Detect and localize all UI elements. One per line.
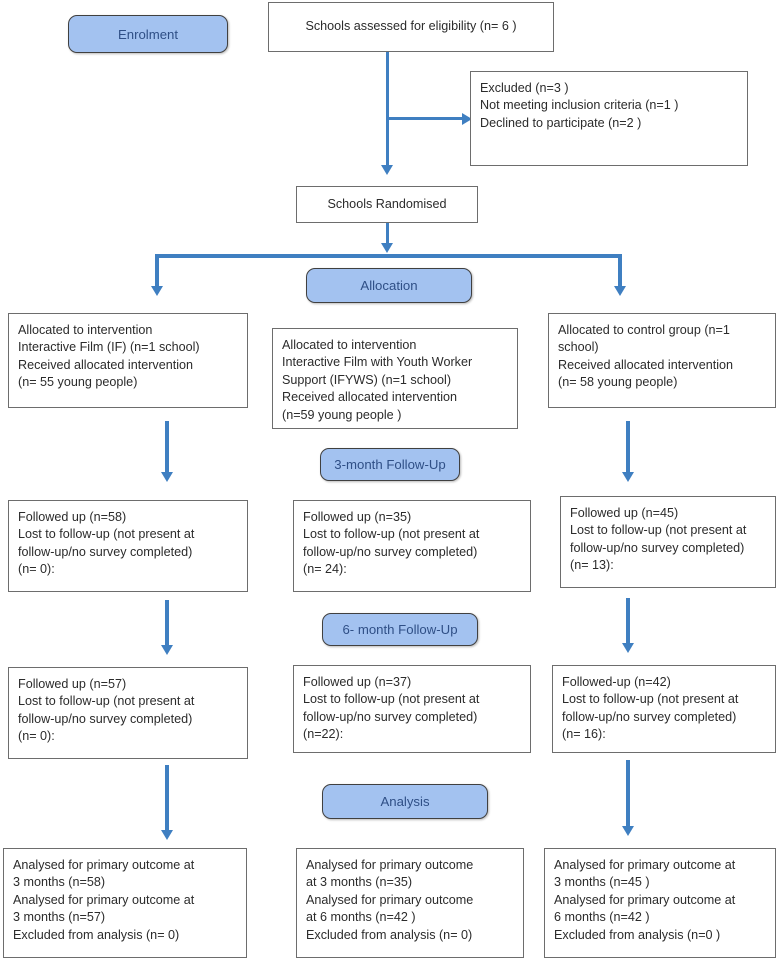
connector-fu3-left-to-fu6 xyxy=(165,600,169,648)
arrow-fu3-left-to-fu6 xyxy=(160,645,173,655)
connector-assessed-to-randomised xyxy=(386,52,390,167)
stage-label-followup-6-month: 6- month Follow-Up xyxy=(322,613,478,646)
arrow-alloc-right-to-fu3 xyxy=(621,472,634,482)
stage-label-allocation: Allocation xyxy=(306,268,472,303)
box-followup6-middle: Followed up (n=37) Lost to follow-up (no… xyxy=(293,665,531,753)
arrow-assessed-to-randomised xyxy=(381,165,393,175)
box-followup3-middle: Followed up (n=35) Lost to follow-up (no… xyxy=(293,500,531,592)
arrow-randomised-down xyxy=(381,243,393,253)
box-allocation-middle: Allocated to intervention Interactive Fi… xyxy=(272,328,518,429)
connector-split-right xyxy=(618,254,622,288)
box-schools-assessed: Schools assessed for eligibility (n= 6 ) xyxy=(268,2,554,52)
connector-fu6-left-to-analysis xyxy=(165,765,169,833)
stage-label-enrolment: Enrolment xyxy=(68,15,228,53)
connector-fu3-right-to-fu6 xyxy=(626,598,630,646)
box-allocation-right: Allocated to control group (n=1 school) … xyxy=(548,313,776,408)
connector-alloc-right-to-fu3 xyxy=(626,421,630,475)
box-followup6-right: Followed-up (n=42) Lost to follow-up (no… xyxy=(552,665,776,753)
box-analysis-left: Analysed for primary outcome at 3 months… xyxy=(3,848,247,958)
arrow-to-excluded xyxy=(462,113,472,125)
connector-allocation-split xyxy=(155,254,622,258)
box-analysis-right: Analysed for primary outcome at 3 months… xyxy=(544,848,776,958)
arrow-fu3-right-to-fu6 xyxy=(621,643,634,653)
box-analysis-middle: Analysed for primary outcome at 3 months… xyxy=(296,848,524,958)
box-followup3-right: Followed up (n=45) Lost to follow-up (no… xyxy=(560,496,776,588)
arrow-alloc-left-to-fu3 xyxy=(160,472,173,482)
connector-split-left xyxy=(155,254,159,288)
connector-randomised-down xyxy=(386,223,390,249)
connector-to-excluded xyxy=(389,117,469,121)
connector-alloc-left-to-fu3 xyxy=(165,421,169,475)
box-allocation-left: Allocated to intervention Interactive Fi… xyxy=(8,313,248,408)
connector-fu6-right-to-analysis xyxy=(626,760,630,828)
arrow-split-right xyxy=(613,286,626,296)
box-schools-randomised: Schools Randomised xyxy=(296,186,478,223)
box-followup6-left: Followed up (n=57) Lost to follow-up (no… xyxy=(8,667,248,759)
stage-label-followup-3-month: 3-month Follow-Up xyxy=(320,448,460,481)
arrow-fu6-left-to-analysis xyxy=(160,830,173,840)
arrow-split-left xyxy=(150,286,163,296)
box-followup3-left: Followed up (n=58) Lost to follow-up (no… xyxy=(8,500,248,592)
box-excluded: Excluded (n=3 ) Not meeting inclusion cr… xyxy=(470,71,748,166)
arrow-fu6-right-to-analysis xyxy=(621,826,634,836)
stage-label-analysis: Analysis xyxy=(322,784,488,819)
